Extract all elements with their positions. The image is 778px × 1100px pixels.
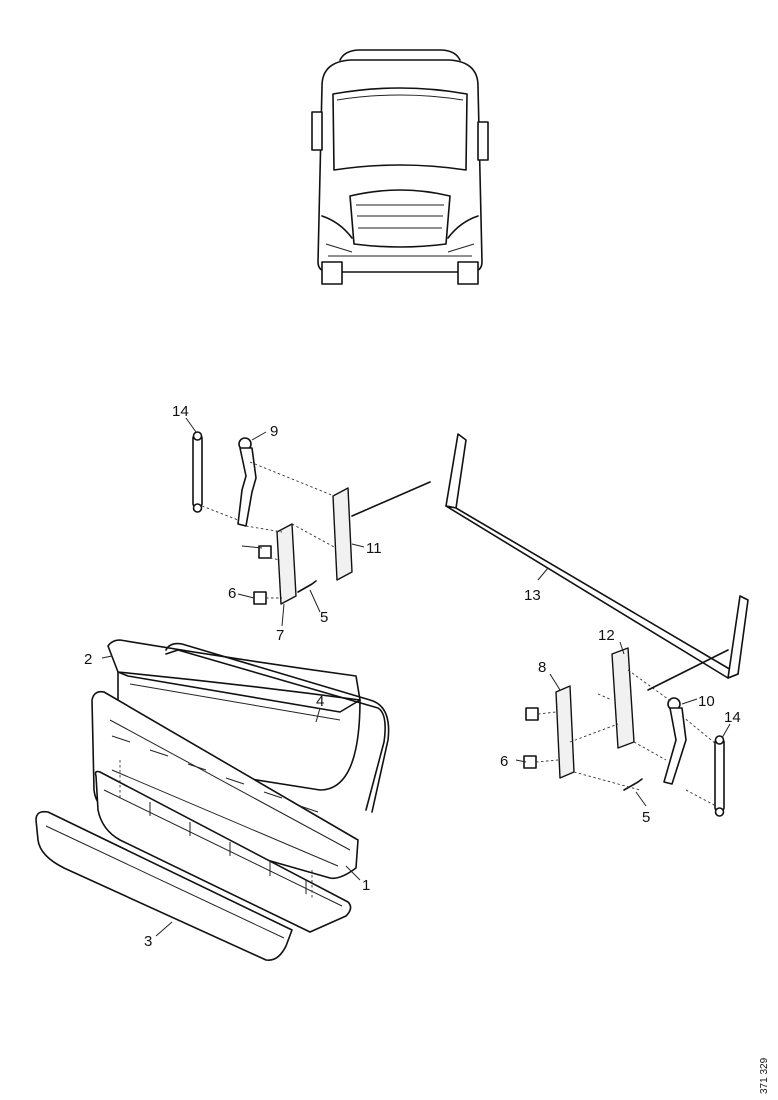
- callout-8: 8: [538, 659, 546, 676]
- callout-11: 11: [366, 540, 382, 557]
- callout-14-left: 14: [172, 403, 189, 420]
- gas-strut-left: [192, 431, 203, 513]
- bracket-plate-11: [332, 487, 353, 581]
- callout-5-left: 5: [320, 609, 328, 626]
- callout-7: 7: [276, 627, 284, 644]
- callout-1: 1: [362, 877, 370, 894]
- left-bracket-assembly: [192, 431, 431, 605]
- bracket-plate-8: [555, 685, 575, 779]
- callout-14-right: 14: [724, 709, 741, 726]
- cross-bar: [445, 433, 749, 679]
- bolt-left: [297, 580, 317, 593]
- gas-strut-right: [714, 735, 725, 817]
- hinge-arm-left: [237, 437, 257, 527]
- callout-6-left: 6: [228, 585, 236, 602]
- clip-upper-left: [258, 545, 272, 559]
- callout-6-right: 6: [500, 753, 508, 770]
- callout-9: 9: [270, 423, 278, 440]
- callout-13: 13: [524, 587, 541, 604]
- callout-5-right: 5: [642, 809, 650, 826]
- callout-4: 4: [316, 693, 324, 710]
- grille-panel-3: [35, 810, 293, 962]
- callout-12: 12: [598, 627, 615, 644]
- callout-leaders: [101, 417, 731, 937]
- clip-upper-right: [525, 707, 539, 721]
- callout-3: 3: [144, 933, 152, 950]
- right-bracket-assembly: [523, 647, 729, 817]
- reference-code: 371 329: [759, 1057, 770, 1094]
- hinge-arm-right: [663, 697, 687, 785]
- callout-2: 2: [84, 651, 92, 668]
- bus-front-view: [311, 49, 489, 285]
- trim-strip-4: [165, 642, 390, 813]
- clip-lower-left: [253, 591, 267, 605]
- bolt-right: [623, 778, 643, 791]
- lower-grille-frame: [94, 760, 352, 933]
- bracket-plate-7: [276, 523, 297, 605]
- callout-10: 10: [698, 693, 715, 710]
- callout-labels: 14 9 11 7 6 5 13 2 4 1 3 12 8 10 14 6 5: [84, 403, 741, 950]
- bracket-plate-12: [611, 647, 635, 749]
